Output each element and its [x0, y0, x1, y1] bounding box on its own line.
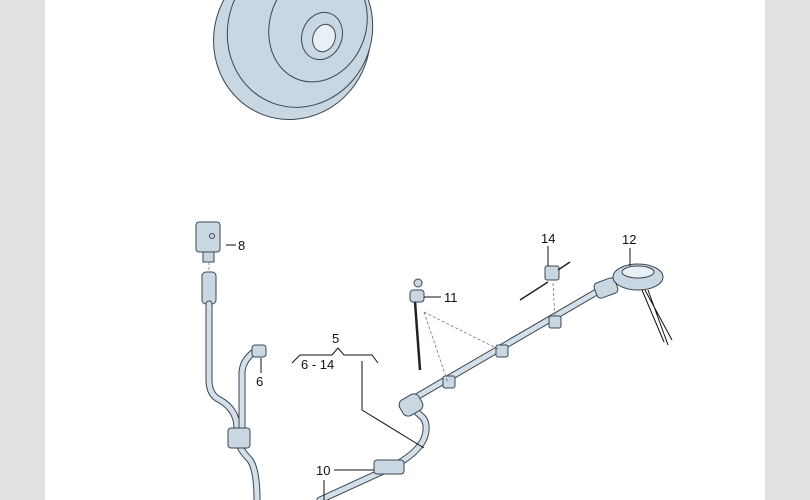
label-part-8: 8 [238, 238, 245, 253]
main-harness [316, 261, 673, 500]
cap-part-8 [195, 221, 221, 253]
label-part-10: 10 [316, 463, 330, 478]
label-part-12: 12 [622, 232, 636, 247]
diagram-sheet [45, 0, 765, 500]
bracket-part-14 [544, 265, 560, 281]
connector-part-6 [251, 344, 267, 358]
clip-part-10 [373, 459, 405, 475]
label-part-6: 6 [256, 374, 263, 389]
label-part-11: 11 [444, 290, 458, 305]
brake-disc [213, 0, 374, 121]
label-range-6-14: 6 - 14 [301, 357, 334, 372]
label-part-14: 14 [541, 231, 555, 246]
label-part-5: 5 [332, 331, 339, 346]
left-sensor-harness [195, 221, 267, 500]
bolt-part-11 [413, 278, 423, 288]
leader-lines [226, 244, 631, 500]
